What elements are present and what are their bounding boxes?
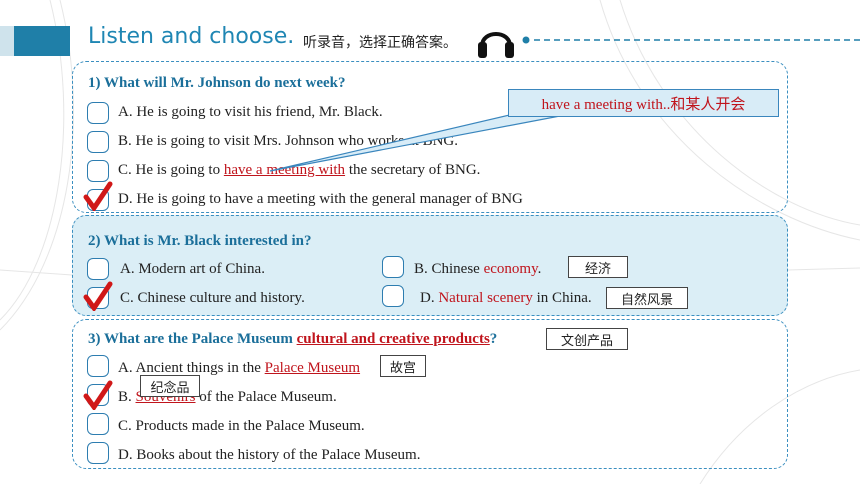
q1-option-b-checkbox[interactable]: [87, 131, 109, 153]
q2-option-b-checkbox[interactable]: [382, 256, 404, 278]
question-panel-1: [72, 61, 788, 213]
q2-option-c: C. Chinese culture and history.: [120, 290, 305, 306]
q2-option-d-checkbox[interactable]: [382, 285, 404, 307]
check-mark-icon: [83, 181, 113, 211]
q3-option-a: A. Ancient things in the Palace Museum: [118, 360, 361, 376]
question-1: 1) What will Mr. Johnson do next week?: [88, 75, 346, 91]
page-title: Listen and choose.: [88, 24, 295, 49]
q3-option-d-checkbox[interactable]: [87, 442, 109, 464]
question-panel-3: [72, 319, 788, 469]
header-accent-light: [0, 26, 14, 56]
q1-option-a: A. He is going to visit his friend, Mr. …: [118, 104, 383, 120]
q3-option-a-checkbox[interactable]: [87, 355, 109, 377]
q1-option-a-checkbox[interactable]: [87, 102, 109, 124]
translation-tag-souvenir: 纪念品: [140, 375, 200, 397]
q1-highlight-phrase: have a meeting with: [223, 162, 346, 178]
translation-tag-economy: 经济: [568, 256, 628, 278]
callout-phrase-note: have a meeting with..和某人开会: [508, 89, 779, 117]
header-accent-block: [14, 26, 70, 56]
question-3: 3) What are the Palace Museum cultural a…: [88, 331, 498, 347]
q2-option-a: A. Modern art of China.: [120, 261, 265, 277]
q2-option-a-checkbox[interactable]: [87, 258, 109, 280]
q1-option-c-checkbox[interactable]: [87, 160, 109, 182]
q3-option-c-checkbox[interactable]: [87, 413, 109, 435]
q1-option-d: D. He is going to have a meeting with th…: [118, 191, 523, 207]
check-mark-icon: [83, 380, 113, 410]
header-dashed-line: [522, 36, 860, 44]
check-mark-icon: [83, 281, 113, 311]
question-2: 2) What is Mr. Black interested in?: [88, 233, 312, 249]
page-subtitle: 听录音，选择正确答案。: [303, 35, 457, 51]
translation-tag-palace: 故宫: [380, 355, 426, 377]
headphones-icon[interactable]: [476, 22, 516, 60]
translation-tag-products: 文创产品: [546, 328, 628, 350]
q2-option-d: D. Natural scenery in China.: [420, 290, 592, 306]
translation-tag-scenery: 自然风景: [606, 287, 688, 309]
q3-option-c: C. Products made in the Palace Museum.: [118, 418, 365, 434]
q1-option-c: C. He is going to have a meeting with th…: [118, 162, 481, 178]
q1-option-b: B. He is going to visit Mrs. Johnson who…: [118, 133, 459, 149]
q2-option-b: B. Chinese economy.: [414, 261, 542, 277]
q3-option-d: D. Books about the history of the Palace…: [118, 447, 421, 463]
